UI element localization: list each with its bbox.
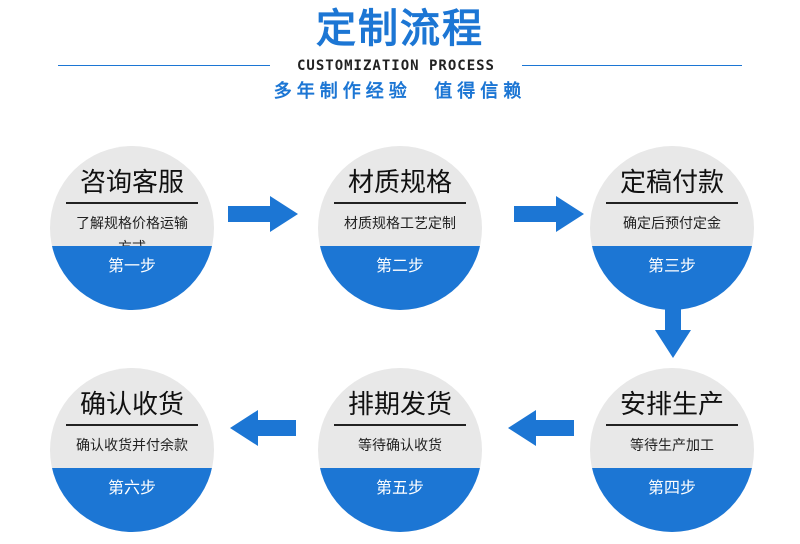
step-title: 排期发货 [347, 390, 452, 420]
step-label-band [318, 246, 482, 310]
step-label: 第四步 [647, 478, 696, 497]
step-label: 第一步 [107, 256, 156, 275]
step-label-band [590, 468, 754, 532]
step-3-payment: 定稿付款 确定后预付定金 第三步 [590, 146, 754, 310]
step-title-underline [66, 202, 198, 204]
arrow-right-icon [228, 196, 298, 232]
step-label-band [590, 246, 754, 310]
step-description: 等待确认收货 [358, 438, 442, 454]
arrow-left-icon [508, 410, 574, 446]
step-title: 确认收货 [79, 390, 184, 420]
step-label-band [50, 468, 214, 532]
step-6-confirm: 确认收货 确认收货并付余款 第六步 [50, 368, 214, 532]
title-divider-right [522, 65, 742, 66]
arrow-down-icon [655, 300, 691, 358]
step-label: 第二步 [375, 256, 424, 275]
step-title-underline [334, 424, 466, 426]
step-title-underline [606, 202, 738, 204]
step-title-underline [66, 424, 198, 426]
title-divider-left [58, 65, 270, 66]
step-label-band [50, 246, 214, 310]
step-description: 确认收货并付余款 [76, 438, 188, 454]
step-title: 材质规格 [347, 168, 452, 198]
step-title: 定稿付款 [619, 168, 724, 198]
step-5-shipping: 排期发货 等待确认收货 第五步 [318, 368, 482, 532]
step-2-material: 材质规格 材质规格工艺定制 第二步 [318, 146, 482, 310]
step-1-consult: 咨询客服 了解规格价格运输方式 第一步 [50, 146, 214, 310]
step-description: 材质规格工艺定制 [344, 216, 456, 232]
page-tagline: 多年制作经验 值得信赖 [273, 81, 527, 102]
step-description: 等待生产加工 [630, 438, 714, 454]
step-4-production: 安排生产 等待生产加工 第四步 [590, 368, 754, 532]
step-title: 安排生产 [619, 390, 724, 420]
arrow-right-icon [514, 196, 584, 232]
step-title: 咨询客服 [79, 168, 184, 198]
step-label: 第三步 [647, 256, 696, 275]
step-label: 第六步 [107, 478, 156, 497]
step-description: 确定后预付定金 [623, 216, 721, 232]
step-label-band [318, 468, 482, 532]
step-label: 第五步 [375, 478, 424, 497]
page-title: 定制流程 [316, 6, 484, 52]
step-title-underline [334, 202, 466, 204]
step-title-underline [606, 424, 738, 426]
arrow-left-icon [230, 410, 296, 446]
page-subtitle-en: CUSTOMIZATION PROCESS [296, 58, 495, 74]
